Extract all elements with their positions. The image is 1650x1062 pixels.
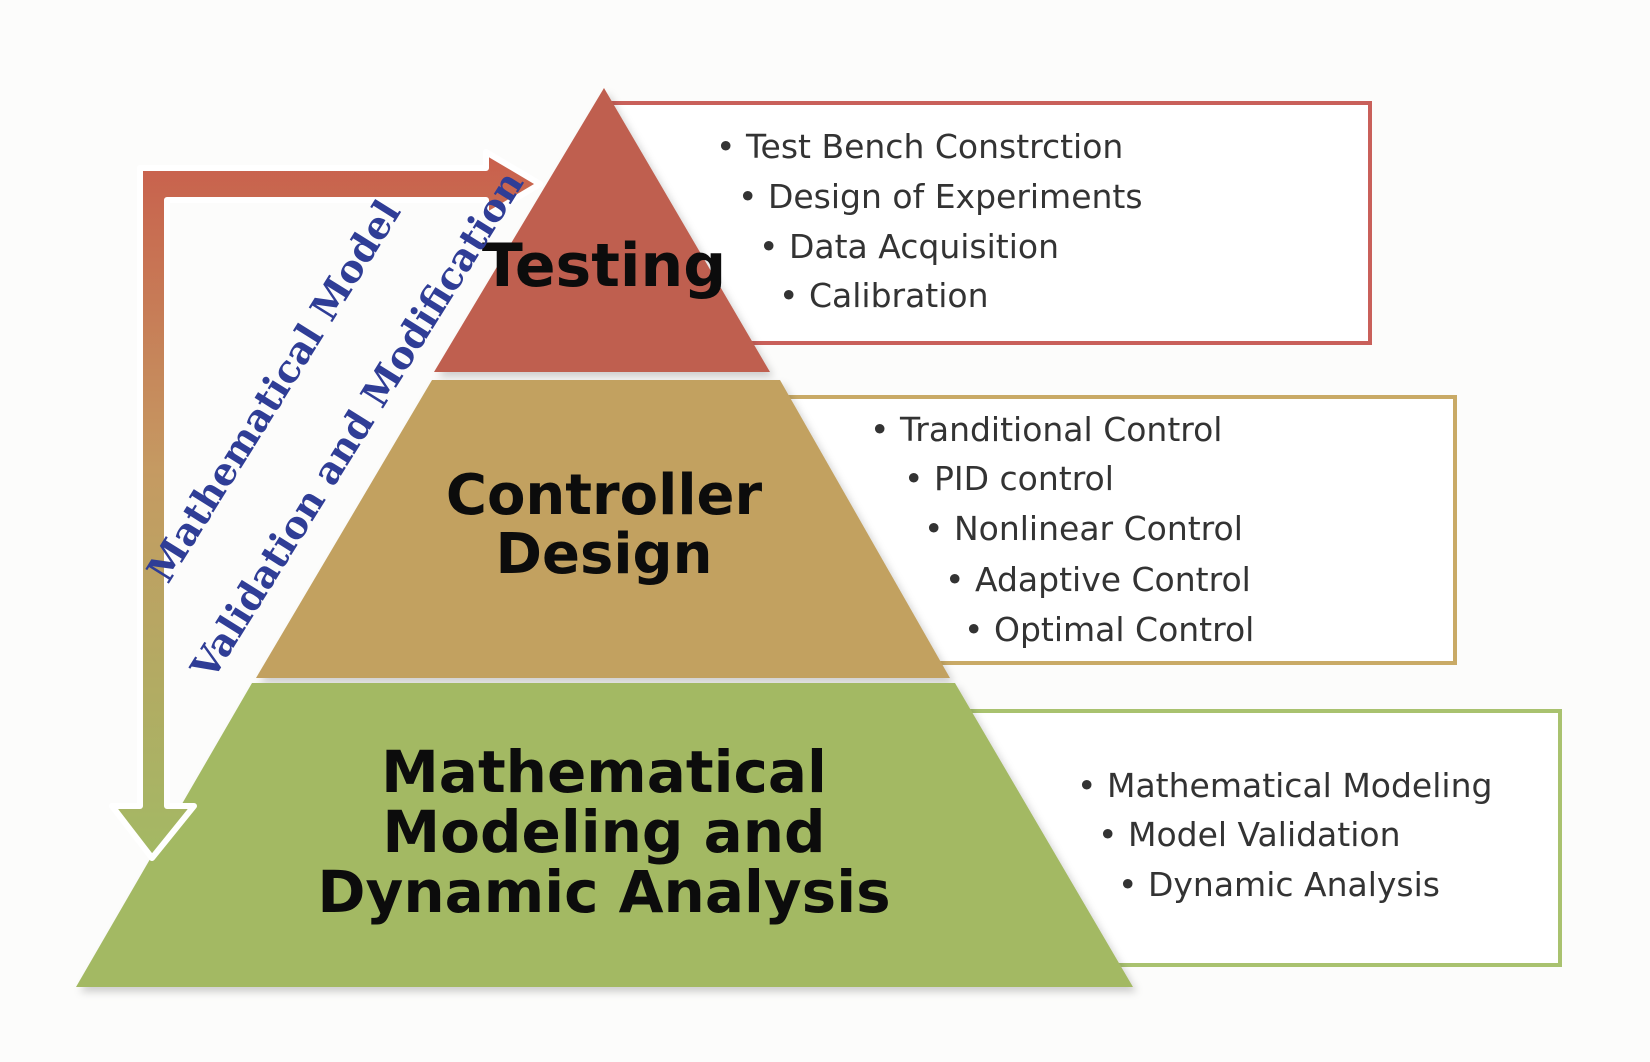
bullet-item: • Nonlinear Control: [924, 509, 1243, 548]
testing-title-line: Testing: [482, 231, 726, 301]
bullet-item: • Dynamic Analysis: [1118, 865, 1440, 904]
controller-title: Controller Design: [446, 463, 763, 587]
bullet-item: • Calibration: [779, 276, 989, 315]
controller-design-tier: [256, 380, 950, 678]
testing-tier: [434, 88, 770, 372]
bullet-item: • Test Bench Constrction: [716, 127, 1123, 166]
modeling-title: Mathematical Modeling and Dynamic Analys…: [317, 738, 890, 926]
bullet-item: • Data Acquisition: [759, 227, 1059, 266]
bullet-item: • Model Validation: [1098, 815, 1401, 854]
bullet-item: • Optimal Control: [964, 610, 1254, 649]
bullet-item: • PID control: [904, 459, 1114, 498]
bullet-item: • Design of Experiments: [738, 177, 1143, 216]
modeling-bullets: • Mathematical Modeling • Model Validati…: [1077, 766, 1492, 904]
controller-bullets: • Tranditional Control • PID control • N…: [870, 410, 1254, 649]
bullet-item: • Tranditional Control: [870, 410, 1222, 449]
testing-bullets: • Test Bench Constrction • Design of Exp…: [716, 127, 1143, 315]
feedback-arrow: [109, 149, 543, 861]
bullet-item: • Adaptive Control: [945, 560, 1251, 599]
controller-title-line: Controller: [446, 463, 763, 528]
controller-title-line: Design: [496, 522, 713, 587]
modeling-title-line: Modeling and: [382, 798, 825, 866]
modeling-title-line: Mathematical: [381, 738, 827, 806]
bullet-item: • Mathematical Modeling: [1077, 766, 1492, 805]
testing-title: Testing: [482, 231, 726, 301]
modeling-title-line: Dynamic Analysis: [317, 858, 890, 926]
modeling-tier: [76, 683, 1133, 987]
